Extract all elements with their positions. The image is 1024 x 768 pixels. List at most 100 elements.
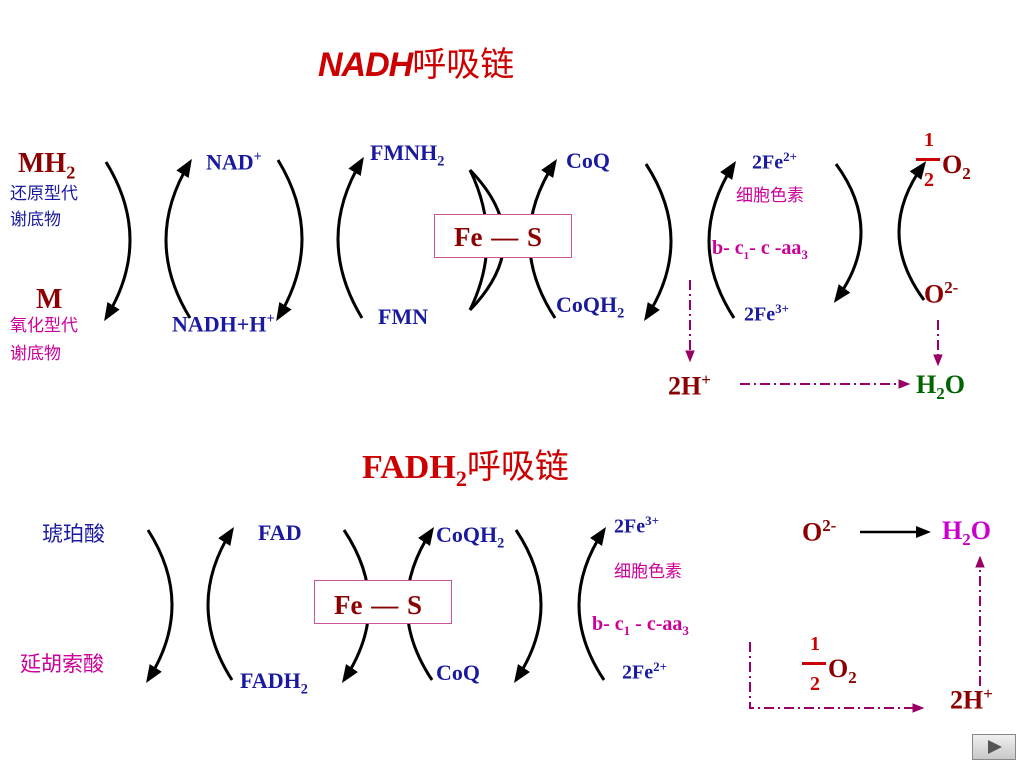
top-cross-1-left bbox=[104, 161, 132, 322]
top-o2minus: O2- bbox=[924, 278, 959, 309]
bottom-o2-main: O bbox=[828, 654, 849, 683]
top-h2o-o: O bbox=[944, 370, 965, 399]
bottom-fe: Fe bbox=[334, 590, 363, 620]
bottom-fe2-main: 2Fe bbox=[622, 661, 654, 684]
top-cyto: 细胞色素 bbox=[736, 186, 804, 206]
bottom-cyto: 细胞色素 bbox=[614, 562, 682, 582]
top-o2-sub: 2 bbox=[962, 164, 971, 184]
bottom-half-num: 1 bbox=[810, 633, 820, 655]
top-nad-sup: + bbox=[253, 149, 262, 165]
top-coqh2-main: CoQH bbox=[556, 292, 618, 317]
bottom-cyto-1: 1 bbox=[623, 623, 631, 638]
top-nad-main: NAD bbox=[206, 149, 254, 175]
top-mh2-sub: 2 bbox=[66, 162, 76, 183]
next-slide-button[interactable] bbox=[972, 734, 1016, 760]
top-cyto-1: 1 bbox=[743, 250, 750, 262]
top-coqh2: CoQH2 bbox=[556, 294, 624, 321]
top-half-line bbox=[916, 158, 940, 161]
bottom-o2minus: O2- bbox=[802, 517, 836, 547]
bottom-cross-3-right bbox=[577, 527, 606, 681]
bottom-title-sub: 2 bbox=[455, 465, 467, 491]
top-cyto-rest: - c -aa bbox=[749, 237, 802, 259]
top-fmnh2-main: FMNH bbox=[370, 140, 438, 165]
bottom-fumarate: 延胡索酸 bbox=[20, 652, 104, 676]
top-fe2-sup: 2+ bbox=[783, 149, 798, 164]
bottom-h2o-h: H bbox=[942, 516, 963, 545]
bottom-half-den: 2 bbox=[810, 673, 820, 695]
top-nadh: NADH+H+ bbox=[172, 312, 275, 335]
top-2h-main: 2H bbox=[668, 371, 702, 401]
bottom-coqh2-main: CoQH bbox=[436, 522, 498, 547]
bottom-fad: FAD bbox=[258, 520, 302, 545]
bottom-fe3-sup: 3+ bbox=[645, 513, 660, 528]
bottom-dash-to-2h bbox=[749, 642, 925, 713]
top-oxidized-1: 氧化型代 bbox=[10, 316, 78, 336]
top-half-den: 2 bbox=[924, 169, 934, 191]
bottom-coqh2: CoQH2 bbox=[436, 524, 504, 551]
top-fe3-main: 2Fe bbox=[744, 303, 776, 326]
bottom-s: S bbox=[406, 590, 423, 620]
top-fe3: 2Fe3+ bbox=[744, 302, 789, 325]
bottom-succinate: 琥珀酸 bbox=[42, 522, 105, 546]
bottom-cross-1-left bbox=[146, 529, 174, 684]
bottom-fe-s: Fe — S bbox=[334, 592, 422, 619]
bottom-2h-sup: + bbox=[983, 684, 993, 703]
top-title: NADH呼吸链 bbox=[318, 48, 514, 83]
top-cross-4-right bbox=[707, 160, 736, 319]
play-triangle-icon bbox=[988, 740, 1002, 754]
bottom-o2: O2 bbox=[828, 656, 857, 687]
top-cross-5-left bbox=[833, 163, 863, 303]
top-nadh-sup: + bbox=[266, 311, 275, 327]
top-title-bold: NADH bbox=[318, 46, 413, 84]
bottom-fe2: 2Fe2+ bbox=[622, 660, 667, 683]
bottom-fe3: 2Fe3+ bbox=[614, 514, 659, 537]
bottom-fe-s-box bbox=[314, 580, 452, 624]
top-o2: O2 bbox=[942, 152, 971, 183]
top-o2m-sup: 2- bbox=[944, 278, 959, 297]
bottom-coqh2-sub: 2 bbox=[497, 535, 505, 552]
top-2h-sup: + bbox=[701, 370, 711, 389]
top-coq: CoQ bbox=[566, 148, 610, 173]
bottom-title-rest: 呼吸链 bbox=[466, 447, 569, 487]
top-o2m-main: O bbox=[924, 279, 945, 309]
top-reduced-2: 谢底物 bbox=[10, 210, 61, 230]
top-fmn: FMN bbox=[378, 304, 429, 329]
bottom-fadh2-sub: 2 bbox=[300, 681, 308, 698]
top-fe2: 2Fe2+ bbox=[752, 150, 797, 173]
bottom-fadh2-main: FADH bbox=[240, 668, 301, 693]
top-o2-main: O bbox=[942, 150, 963, 179]
top-fe-s-box bbox=[434, 214, 572, 258]
top-mh2: MH2 bbox=[18, 150, 75, 182]
bottom-2h-main: 2H bbox=[950, 685, 984, 715]
top-fe-s: Fe — S bbox=[454, 224, 542, 251]
top-cyto-3: 3 bbox=[801, 247, 808, 262]
top-s: S bbox=[526, 222, 543, 252]
bottom-fe-s-bond: — bbox=[371, 590, 399, 620]
top-coqh2-sub: 2 bbox=[617, 305, 625, 322]
bottom-cyto-rest: - c-aa bbox=[630, 613, 683, 635]
top-m: M bbox=[36, 284, 63, 315]
bottom-cross-3-left bbox=[514, 529, 543, 683]
bottom-fadh2: FADH2 bbox=[240, 670, 308, 697]
bottom-cyto-chain: b- c1 - c-aa3 bbox=[592, 614, 689, 637]
top-mh2-main: MH bbox=[18, 148, 67, 179]
bottom-cyto-b: b- c bbox=[592, 613, 624, 635]
top-h2o: H2O bbox=[916, 372, 965, 403]
bottom-half-line bbox=[802, 662, 826, 665]
bottom-h2o-o: O bbox=[970, 516, 991, 545]
bottom-o2m-main: O bbox=[802, 517, 823, 547]
bottom-coq: CoQ bbox=[436, 660, 480, 685]
top-cross-2-right bbox=[336, 156, 364, 319]
top-cross-5-right bbox=[897, 161, 927, 301]
bottom-h2o-2: 2 bbox=[962, 530, 971, 550]
top-fe: Fe bbox=[454, 222, 483, 252]
top-h2o-h: H bbox=[916, 370, 937, 399]
bottom-2h: 2H+ bbox=[950, 684, 993, 715]
top-fmnh2: FMNH2 bbox=[370, 142, 444, 169]
bottom-title: FADH2呼吸链 bbox=[362, 450, 569, 490]
top-cross-1-right bbox=[164, 158, 192, 319]
top-half-num: 1 bbox=[924, 129, 934, 151]
top-cross-4-left bbox=[644, 163, 673, 322]
top-title-rest: 呼吸链 bbox=[412, 45, 515, 85]
